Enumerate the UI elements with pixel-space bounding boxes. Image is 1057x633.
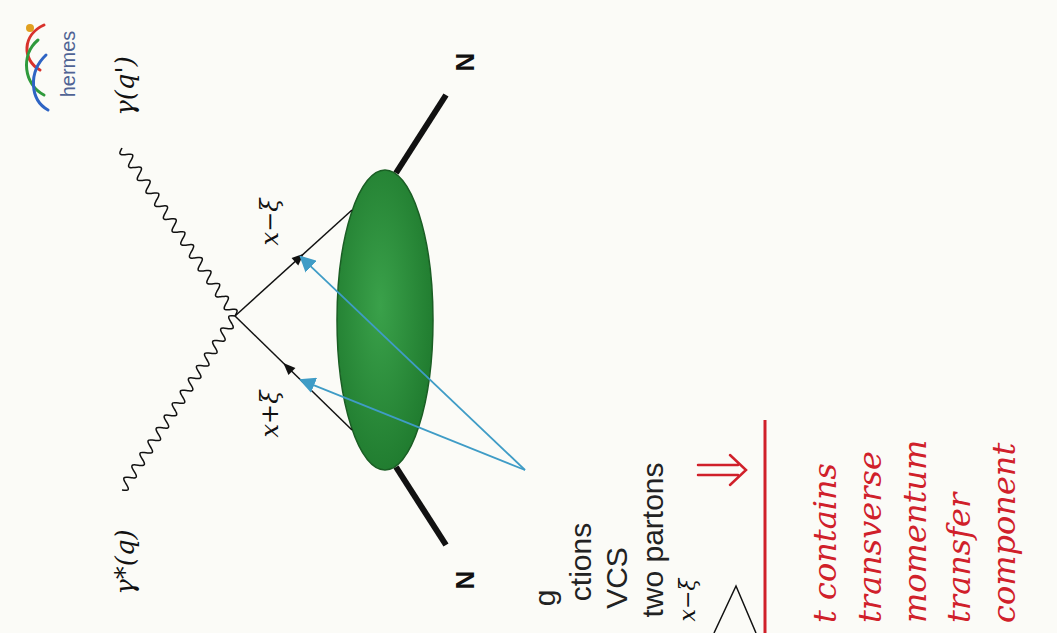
slide-text: g	[527, 590, 563, 607]
quark-arrowhead	[280, 360, 296, 376]
parton-label: x+ξ	[256, 391, 285, 438]
photon-line	[122, 316, 235, 491]
pointer-line	[301, 257, 525, 470]
photon-line	[120, 148, 237, 316]
quark-line	[235, 316, 352, 430]
parton-label: x−ξ	[256, 199, 285, 246]
quark-line	[235, 210, 352, 316]
slide-text: VCS	[599, 547, 635, 609]
nucleon-line	[396, 467, 446, 545]
gpd-blob	[337, 170, 433, 470]
slide-text: two partons	[635, 462, 671, 617]
handwritten-note: t contains transverse momentum transfer …	[803, 433, 1027, 623]
pointer-line	[301, 380, 525, 470]
photon-label: γ*(q)	[110, 529, 141, 594]
nucleon-label: N	[450, 53, 481, 72]
photon-label: γ(q')	[110, 56, 141, 116]
partial-diagram	[714, 586, 756, 633]
parton-label: x−ξ	[675, 579, 701, 622]
nucleon-label: N	[450, 571, 481, 590]
hand-arrow	[698, 455, 746, 485]
logo-figure	[26, 24, 48, 110]
quark-arrowhead	[292, 250, 308, 265]
nucleon-line	[396, 95, 446, 173]
logo-text: hermes	[56, 31, 80, 98]
slide-text: ctions	[563, 523, 599, 601]
hand-bar	[764, 420, 767, 633]
